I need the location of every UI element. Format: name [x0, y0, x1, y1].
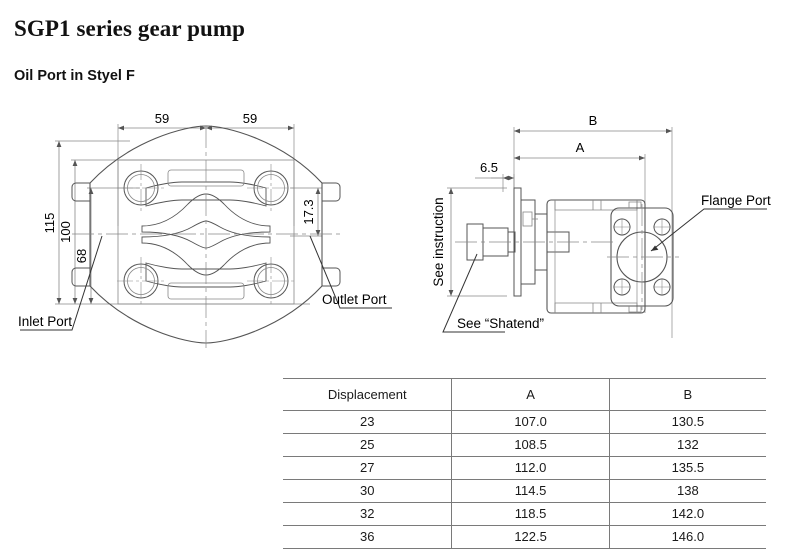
- table-row: 30 114.5 138: [283, 479, 766, 503]
- dim-label-A: A: [576, 140, 585, 155]
- table-row: 36 122.5 146.0: [283, 525, 766, 549]
- table-row: 27 112.0 135.5: [283, 456, 766, 480]
- flange-port-label: Flange Port: [701, 193, 771, 208]
- cell-b: 142.0: [609, 502, 766, 526]
- cell-a: 112.0: [451, 456, 610, 480]
- cell-b: 132: [609, 433, 766, 457]
- bolt-hole-bottom-right: [247, 257, 295, 305]
- table-row: 32 118.5 142.0: [283, 502, 766, 526]
- outlet-port-label: Outlet Port: [322, 292, 387, 307]
- cell-b: 138: [609, 479, 766, 503]
- dimension-top-59-left: 59: [118, 111, 206, 131]
- inlet-port-label: Inlet Port: [18, 314, 72, 329]
- cell-displacement: 30: [283, 479, 452, 503]
- cell-a: 108.5: [451, 433, 610, 457]
- page-title: SGP1 series gear pump: [14, 16, 246, 41]
- cell-a: 107.0: [451, 410, 610, 434]
- table-body: 23 107.0 130.5 25 108.5 132 27 112.0 135…: [283, 410, 766, 549]
- dimension-68: 68: [74, 188, 94, 304]
- dim-label-17-3: 17.3: [301, 199, 316, 224]
- table-row: 23 107.0 130.5: [283, 410, 766, 434]
- dim-label-68: 68: [74, 249, 89, 263]
- dim-label-100: 100: [58, 221, 73, 243]
- outlet-port-leader: [309, 235, 392, 309]
- see-shatend-leader: [442, 253, 505, 333]
- see-instruction-dimension: See instruction: [431, 187, 507, 297]
- bolt-hole-top-right: [247, 164, 295, 212]
- dim-label-59-right: 59: [243, 111, 257, 126]
- cell-a: 122.5: [451, 525, 610, 549]
- dim-label-115: 115: [42, 213, 57, 234]
- column-header-displacement: Displacement: [283, 378, 452, 411]
- specification-table: Displacement A B 23 107.0 130.5 25 108.5…: [283, 378, 766, 549]
- dim-label-B: B: [589, 113, 598, 128]
- dimension-100: 100: [58, 160, 78, 304]
- table-header-row: Displacement A B: [283, 378, 766, 411]
- cell-displacement: 36: [283, 525, 452, 549]
- dimension-6-5: 6.5: [475, 160, 515, 192]
- column-header-a: A: [451, 378, 610, 411]
- flange-port-leader: [650, 208, 767, 252]
- cell-b: 146.0: [609, 525, 766, 549]
- pump-body-side: [546, 199, 646, 314]
- cell-a: 114.5: [451, 479, 610, 503]
- dimension-17-3: 17.3: [290, 187, 322, 237]
- front-view-drawing: 59 59 115 100 68: [18, 111, 392, 348]
- dim-label-6-5: 6.5: [480, 160, 498, 175]
- dim-label-59-left: 59: [155, 111, 169, 126]
- column-header-b: B: [609, 378, 766, 411]
- side-view-drawing: B A 6.5 See ins: [431, 113, 771, 338]
- pump-shaft: [466, 223, 516, 261]
- cell-displacement: 23: [283, 410, 452, 434]
- cell-b: 130.5: [609, 410, 766, 434]
- page-subtitle: Oil Port in Styel F: [14, 68, 135, 84]
- cell-b: 135.5: [609, 456, 766, 480]
- cell-displacement: 32: [283, 502, 452, 526]
- inlet-port-leader: [20, 235, 103, 331]
- see-instruction-label: See instruction: [431, 197, 446, 286]
- see-shatend-label: See “Shatend”: [457, 316, 544, 331]
- cell-displacement: 27: [283, 456, 452, 480]
- dimension-top-59-right: 59: [206, 111, 294, 131]
- dimension-115: 115: [42, 141, 62, 304]
- table-row: 25 108.5 132: [283, 433, 766, 457]
- bolt-hole-bottom-left: [117, 257, 165, 305]
- cell-displacement: 25: [283, 433, 452, 457]
- bolt-hole-top-left: [117, 164, 165, 212]
- cell-a: 118.5: [451, 502, 610, 526]
- table-header: Displacement A B: [283, 378, 766, 411]
